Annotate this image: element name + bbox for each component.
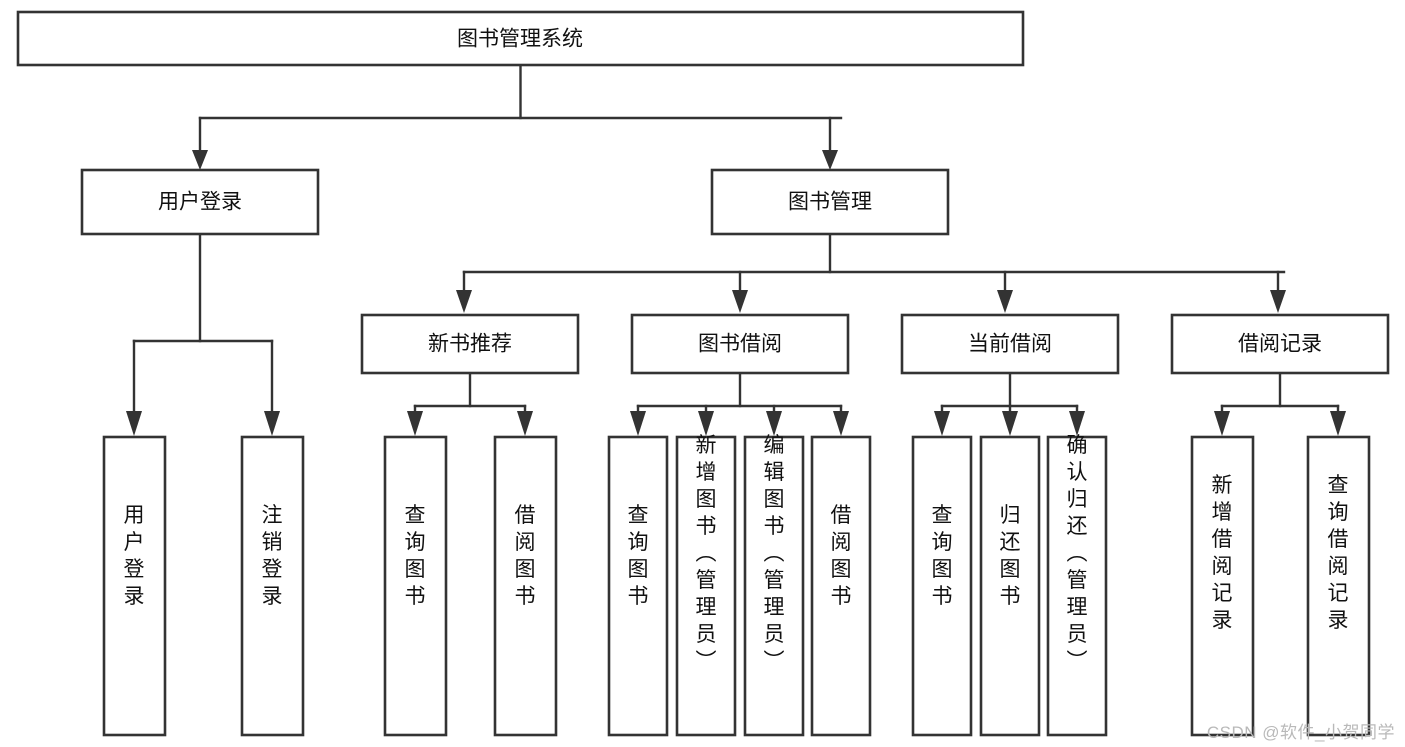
leaf-borrow-book-1-label: 借阅图书 [515, 504, 536, 608]
arrowhead-borrow-record [1270, 290, 1286, 313]
leaf-query-book-2-label: 查询图书 [628, 504, 649, 608]
node-user-login[interactable]: 用户登录 [80, 168, 320, 236]
leaf-query-book-1-label: 查询图书 [405, 504, 426, 608]
arrowhead-leaf-user-logout [264, 411, 280, 436]
node-root-label: 图书管理系统 [457, 28, 583, 51]
leaf-confirm-return-label: 确认归还︵管理员︶ [1067, 434, 1088, 673]
node-borrow-record-box[interactable] [1170, 313, 1390, 375]
leaf-query-book-1[interactable]: 查询图书 [383, 435, 448, 737]
node-book-borrow-label: 图书借阅 [698, 333, 782, 356]
leaf-user-login-label: 用户登录 [124, 504, 145, 608]
leaf-user-logout-box[interactable] [240, 435, 305, 737]
connector-layer [126, 63, 1346, 436]
leaf-query-book-3-box[interactable] [911, 435, 973, 737]
node-root[interactable]: 图书管理系统 [16, 10, 1025, 67]
arrowhead-leaf-borrow-book-2 [833, 411, 849, 436]
leaf-user-login[interactable]: 用户登录 [102, 435, 167, 737]
leaf-query-book-2[interactable]: 查询图书 [607, 435, 669, 737]
arrowhead-leaf-query-book-1 [407, 411, 423, 436]
node-root-box[interactable] [16, 10, 1025, 67]
node-user-login-label: 用户登录 [158, 191, 242, 214]
leaf-user-logout[interactable]: 注销登录 [240, 435, 305, 737]
leaf-query-book-2-box[interactable] [607, 435, 669, 737]
leaf-query-book-3-label: 查询图书 [932, 504, 953, 608]
node-user-login-box[interactable] [80, 168, 320, 236]
leaf-add-book-label: 新增图书︵管理员︶ [696, 434, 717, 673]
arrowhead-leaf-query-book-2 [630, 411, 646, 436]
leaf-confirm-return-box[interactable] [1046, 435, 1108, 737]
arrowhead-leaf-query-record [1330, 411, 1346, 436]
arrowhead-leaf-add-book [698, 411, 714, 436]
leaf-borrow-book-1-box[interactable] [493, 435, 558, 737]
arrowhead-leaf-confirm-return [1069, 411, 1085, 436]
node-book-manage-label: 图书管理 [788, 191, 872, 214]
leaf-query-record[interactable]: 查询借阅记录 [1306, 435, 1371, 737]
arrowhead-leaf-edit-book [766, 411, 782, 436]
node-book-borrow[interactable]: 图书借阅 [630, 313, 850, 375]
leaf-edit-book-label: 编辑图书︵管理员︶ [764, 434, 785, 673]
leaf-query-book-3[interactable]: 查询图书 [911, 435, 973, 737]
node-current-borrow-label: 当前借阅 [968, 333, 1052, 356]
leaf-borrow-book-2-label: 借阅图书 [831, 504, 852, 608]
leaf-edit-book[interactable]: 编辑图书︵管理员︶ [743, 434, 805, 737]
arrowhead-leaf-user-login [126, 411, 142, 436]
leaf-borrow-book-1[interactable]: 借阅图书 [493, 435, 558, 737]
arrowhead-new-book-recommend [456, 290, 472, 313]
leaf-add-record[interactable]: 新增借阅记录 [1190, 435, 1255, 737]
leaf-return-book-box[interactable] [979, 435, 1041, 737]
node-new-book-recommend[interactable]: 新书推荐 [360, 313, 580, 375]
csdn-watermark: CSDN @软件_小贺同学 [1206, 723, 1395, 742]
arrowhead-leaf-query-book-3 [934, 411, 950, 436]
leaf-user-login-box[interactable] [102, 435, 167, 737]
node-current-borrow-box[interactable] [900, 313, 1120, 375]
node-new-book-recommend-box[interactable] [360, 313, 580, 375]
arrowhead-current-borrow [997, 290, 1013, 313]
leaf-return-book-label: 归还图书 [1000, 504, 1021, 608]
leaf-add-record-box[interactable] [1190, 435, 1255, 737]
arrowhead-leaf-add-record [1214, 411, 1230, 436]
arrowhead-user-login [192, 150, 208, 170]
leaf-confirm-return[interactable]: 确认归还︵管理员︶ [1046, 434, 1108, 737]
node-book-borrow-box[interactable] [630, 313, 850, 375]
leaf-add-book[interactable]: 新增图书︵管理员︶ [675, 434, 737, 737]
leaf-user-logout-label: 注销登录 [262, 504, 283, 608]
arrowhead-book-manage [822, 150, 838, 170]
node-borrow-record-label: 借阅记录 [1238, 333, 1322, 356]
leaf-add-book-box[interactable] [675, 435, 737, 737]
leaf-edit-book-box[interactable] [743, 435, 805, 737]
leaf-query-record-box[interactable] [1306, 435, 1371, 737]
leaf-query-record-label: 查询借阅记录 [1328, 474, 1349, 632]
node-book-manage[interactable]: 图书管理 [710, 168, 950, 236]
leaf-borrow-book-2[interactable]: 借阅图书 [810, 435, 872, 737]
node-book-manage-box[interactable] [710, 168, 950, 236]
leaf-add-record-label: 新增借阅记录 [1212, 474, 1233, 632]
node-borrow-record[interactable]: 借阅记录 [1170, 313, 1390, 375]
arrowhead-leaf-borrow-book-1 [517, 411, 533, 436]
leaf-return-book[interactable]: 归还图书 [979, 435, 1041, 737]
node-new-book-recommend-label: 新书推荐 [428, 333, 512, 356]
node-current-borrow[interactable]: 当前借阅 [900, 313, 1120, 375]
arrowhead-leaf-return-book [1002, 411, 1018, 436]
arrowhead-book-borrow [732, 290, 748, 313]
leaf-borrow-book-2-box[interactable] [810, 435, 872, 737]
leaf-query-book-1-box[interactable] [383, 435, 448, 737]
